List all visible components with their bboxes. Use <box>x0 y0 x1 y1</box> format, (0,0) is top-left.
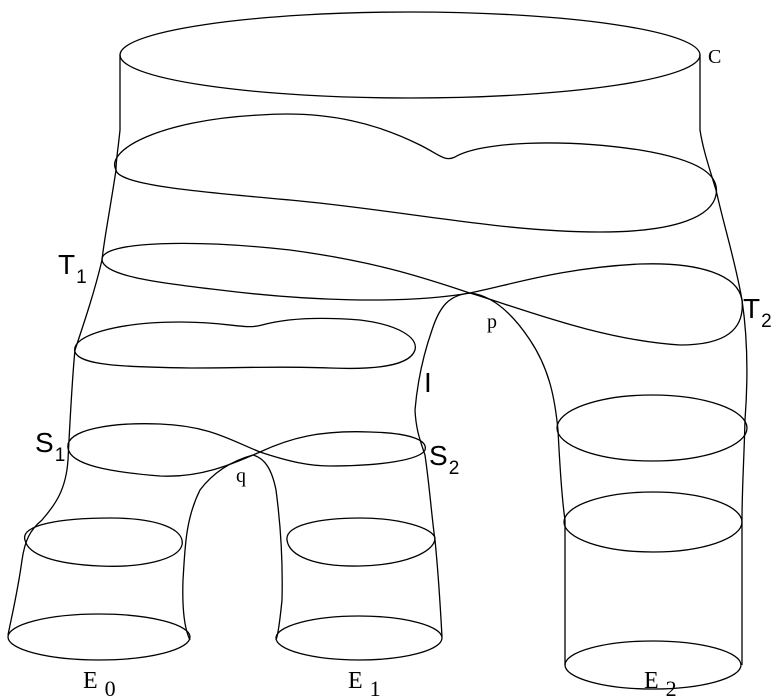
level-curve-right-leg-lower <box>563 491 743 553</box>
bottom-boundary-e1 <box>275 615 443 661</box>
level-curve-left-leg <box>24 517 183 567</box>
level-curve-middle <box>74 317 416 370</box>
level-curve-middle-leg <box>286 517 436 567</box>
outer-right-side <box>699 55 748 665</box>
level-curve-right-leg-upper <box>556 394 748 462</box>
label-c: C <box>708 46 721 68</box>
outer-left-side <box>7 55 121 636</box>
bottom-boundary-e0 <box>7 613 191 661</box>
inner-arch-q-to-e1 <box>252 454 283 641</box>
level-curve-upper <box>114 113 718 233</box>
label-p: p <box>487 311 497 333</box>
label-t2: T2 <box>743 293 772 332</box>
inner-leg-p-to-e2 <box>469 292 566 665</box>
label-s1: S1 <box>35 427 65 466</box>
inner-arch-q-to-e0 <box>182 454 254 641</box>
label-t1: T1 <box>58 249 87 288</box>
top-boundary-c <box>119 11 701 99</box>
label-q: q <box>236 465 246 487</box>
label-s2: S2 <box>429 440 459 479</box>
critical-level-s <box>67 423 426 477</box>
critical-level-t <box>101 242 743 346</box>
inner-leg-p-to-s2 <box>414 292 471 638</box>
label-i: I <box>424 367 432 398</box>
bottom-boundary-e2 <box>564 640 742 690</box>
